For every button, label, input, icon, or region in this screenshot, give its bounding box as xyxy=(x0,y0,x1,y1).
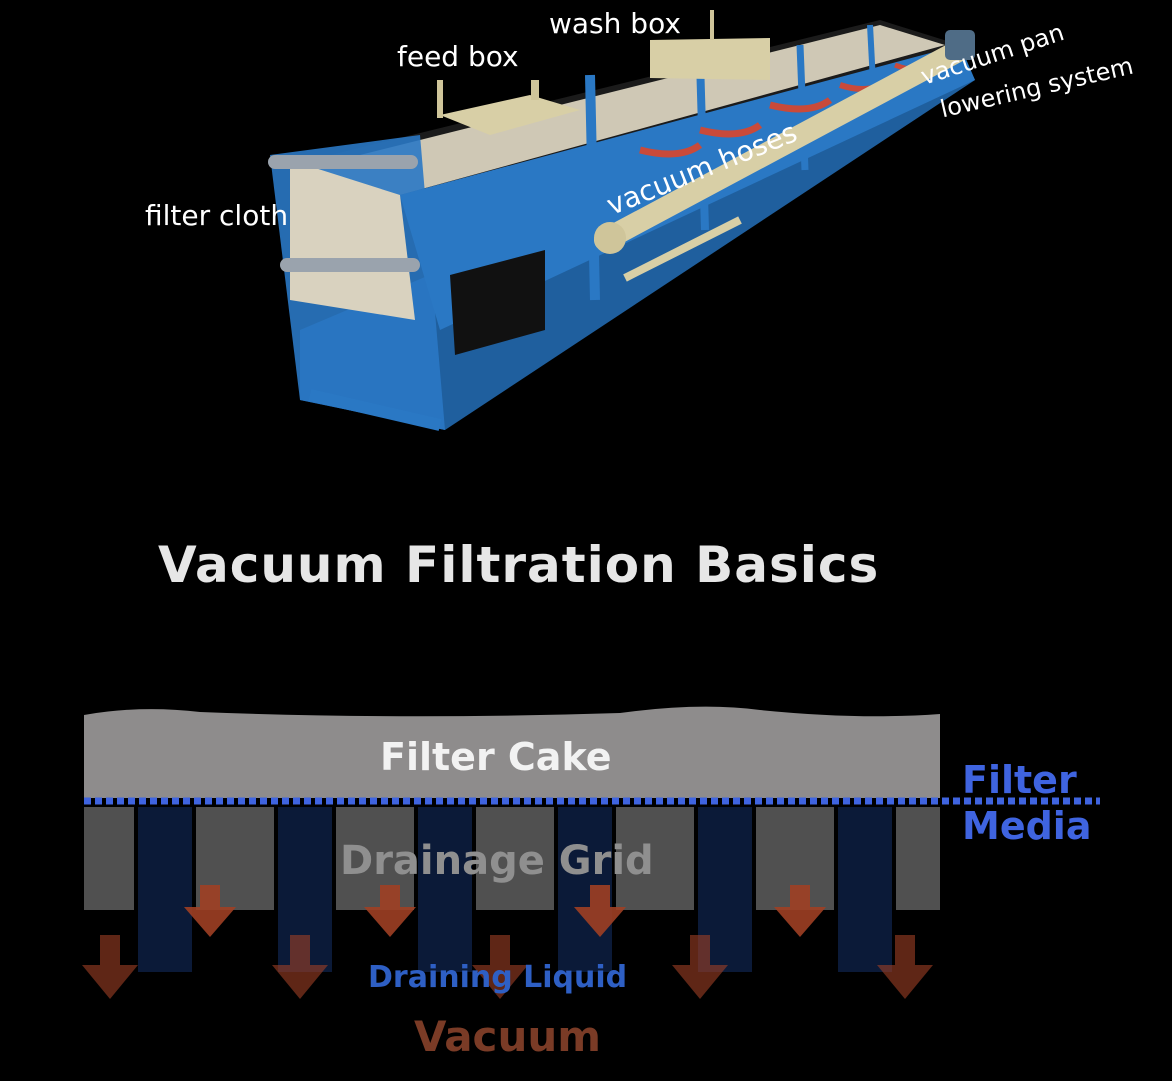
liquid-channel-3 xyxy=(418,807,472,972)
grid-block-4 xyxy=(476,807,554,910)
belt-filter-illustration xyxy=(268,10,975,431)
hose-3 xyxy=(769,97,833,113)
filter-media-label: Filter Media xyxy=(962,757,1091,849)
vacuum-pipe xyxy=(594,39,971,251)
wash-box-label: wash box xyxy=(549,7,681,40)
filter-cake-layer xyxy=(84,706,940,798)
drainage-grid-label: Drainage Grid xyxy=(340,838,654,884)
hose-2 xyxy=(699,122,763,138)
grid-block-5 xyxy=(616,807,694,910)
draining-liquid-label: Draining Liquid xyxy=(368,960,628,995)
end-motor xyxy=(945,30,975,60)
filter-cake-label: Filter Cake xyxy=(380,735,612,779)
filtration-diagram xyxy=(82,706,1100,999)
hose-1 xyxy=(639,142,703,158)
feed-box-label: feed box xyxy=(397,40,519,73)
page-title: Vacuum Filtration Basics xyxy=(158,536,880,594)
liquid-channel-6 xyxy=(838,807,892,972)
feed-box-shape xyxy=(440,95,580,135)
vacuum-arrows xyxy=(82,885,933,999)
grid-block-1 xyxy=(84,807,134,910)
belt-surface xyxy=(300,25,945,195)
filter-media-line2: Media xyxy=(962,804,1092,848)
grid-block-7 xyxy=(896,807,940,910)
roller-top xyxy=(268,155,418,169)
liquid-channel-1 xyxy=(138,807,192,972)
roller-bottom xyxy=(280,258,420,272)
filter-media-line1: Filter xyxy=(962,758,1077,802)
wash-box-shape xyxy=(650,38,770,80)
grid-block-3 xyxy=(336,807,414,910)
drive-window xyxy=(450,250,545,355)
vacuum-label: Vacuum xyxy=(414,1012,602,1061)
filter-cloth-panel xyxy=(290,160,415,320)
filter-cloth-label: filter cloth xyxy=(145,199,289,232)
